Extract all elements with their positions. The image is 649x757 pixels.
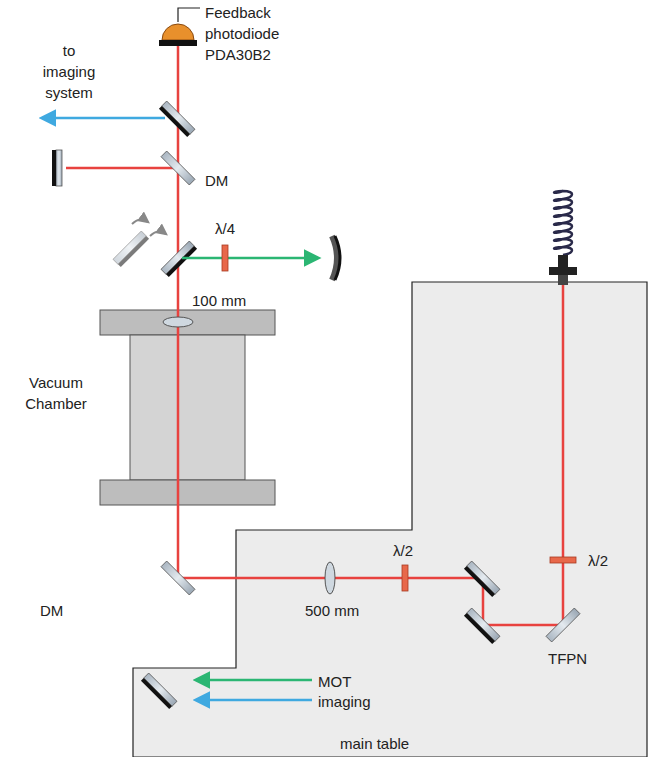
label: λ/2	[588, 550, 608, 571]
label: imaging	[318, 691, 371, 712]
label: 500 mm	[305, 600, 359, 621]
label: 100 mm	[192, 290, 246, 311]
label: λ/2	[393, 540, 413, 561]
label: Feedback photodiode PDA30B2	[205, 2, 293, 65]
label: DM	[205, 170, 228, 191]
label: TFPN	[548, 648, 587, 669]
label: main table	[340, 733, 409, 754]
label: Vacuum Chamber	[18, 372, 94, 414]
label: to imaging system	[36, 40, 102, 103]
label: MOT	[318, 671, 351, 692]
label: DM	[40, 600, 63, 621]
label: λ/4	[215, 218, 235, 239]
